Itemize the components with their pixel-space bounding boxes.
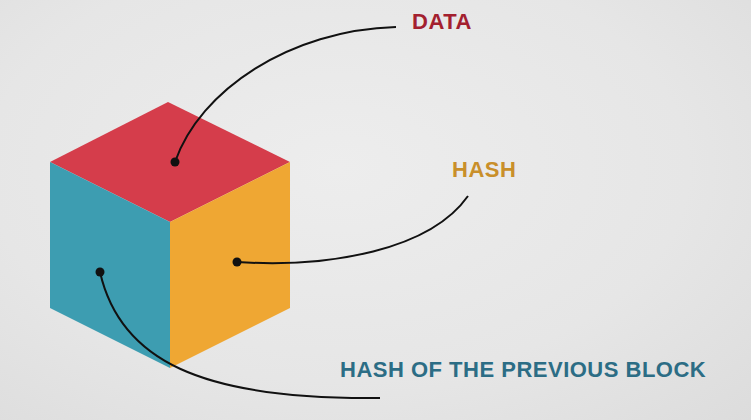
leader-line	[237, 196, 468, 263]
cube-left-face	[50, 162, 170, 368]
leader-dot	[233, 258, 242, 267]
leader-dot	[96, 268, 105, 277]
callout-label: HASH OF THE PREVIOUS BLOCK	[340, 358, 706, 382]
leader-line	[175, 27, 396, 162]
callout-label: DATA	[412, 10, 472, 34]
leader-dot	[171, 158, 180, 167]
callout-label: HASH	[452, 158, 516, 182]
cube-right-face	[170, 162, 290, 368]
leader-line	[100, 272, 380, 398]
